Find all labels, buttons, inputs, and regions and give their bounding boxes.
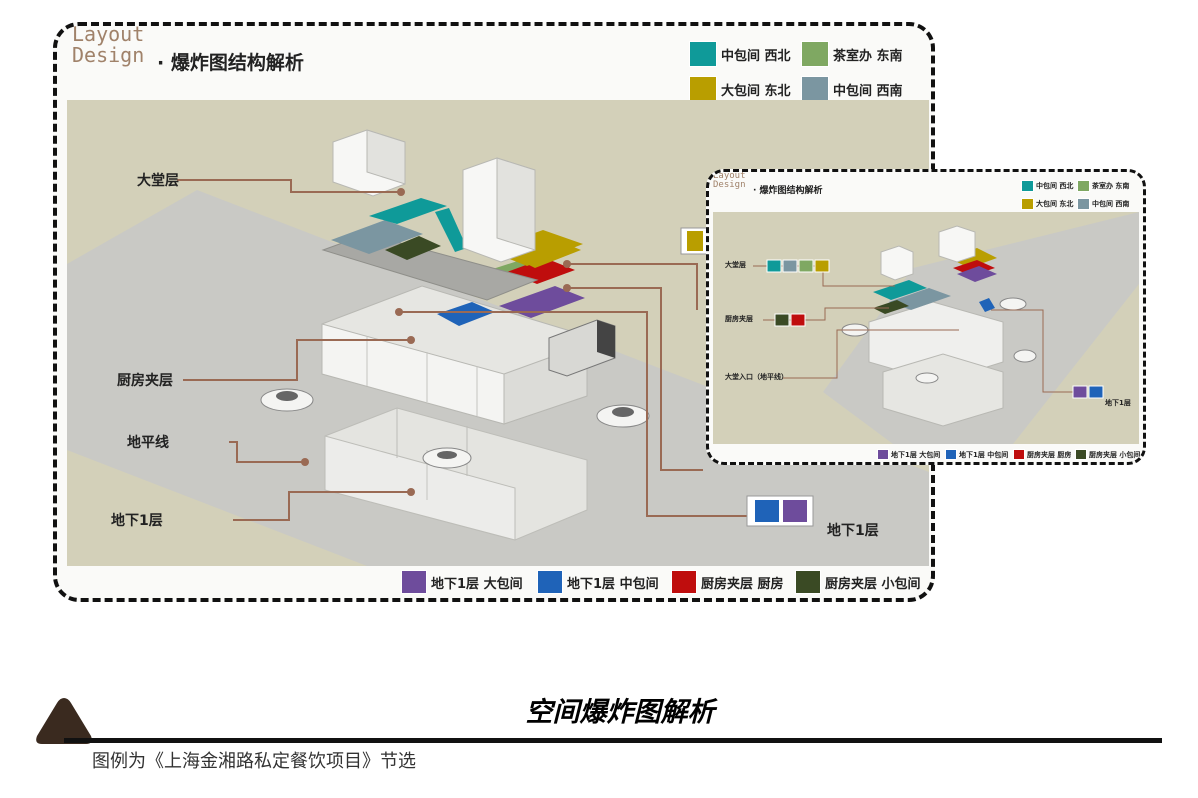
leader-lines bbox=[177, 179, 767, 521]
floor-label-lobby: 大堂层 bbox=[725, 261, 746, 269]
car-basement bbox=[422, 447, 472, 469]
legend-item-b1-medium-room: 地下1层 中包间 bbox=[537, 570, 659, 594]
legend-item-b1-medium-room: 地下1层 中包间 bbox=[945, 449, 1008, 460]
legend-item-sw-medium-room: 中包间 西南 bbox=[1077, 198, 1129, 210]
legend-swatch bbox=[1021, 198, 1034, 210]
legend-swatch bbox=[1075, 449, 1087, 460]
legend-item-se-tea-office: 茶室办 东南 bbox=[801, 41, 903, 67]
legend-label: 大包间 东北 bbox=[721, 83, 791, 99]
legend-item-mezz-kitchen: 厨房夹层 厨房 bbox=[1013, 449, 1071, 460]
leader-dots bbox=[301, 188, 571, 496]
car-left bbox=[260, 388, 314, 412]
lobby-teal-stair bbox=[435, 208, 467, 252]
mezzanine-blue-plate bbox=[437, 302, 495, 326]
mezzanine-purple-plate bbox=[957, 266, 997, 282]
lobby-darkgreen-plate bbox=[873, 300, 909, 314]
small-swatch-row bbox=[766, 259, 1104, 399]
legend-swatch bbox=[689, 76, 717, 102]
caption-title: 空间爆炸图解析 bbox=[525, 697, 715, 728]
lobby-slate-plate bbox=[331, 220, 423, 254]
heading-word-layout: Layout bbox=[72, 22, 145, 46]
exploded-view-scene: 大堂层 厨房夹层 大堂入口（地平线） 地下1层 bbox=[713, 212, 1139, 444]
legend-item-sw-medium-room: 中包间 西南 bbox=[801, 76, 903, 102]
floor-label-ground-line: 地平线 bbox=[127, 435, 169, 451]
legend-item-se-tea-office: 茶室办 东南 bbox=[1077, 180, 1129, 192]
legend-item-nw-medium-room: 中包间 西北 bbox=[689, 41, 791, 67]
legend-swatch bbox=[401, 570, 427, 594]
floor-label-basement-1: 地下1层 bbox=[1105, 399, 1131, 407]
upper-room-volumes bbox=[332, 129, 536, 263]
main-diagram-panel: Layout Design · 爆炸图结构解析 中包间 西北 茶室办 东南 大包… bbox=[53, 22, 935, 602]
floor-label-basement-1: 地下1层 bbox=[111, 513, 163, 529]
heading-word-layout: Layout bbox=[713, 171, 746, 181]
legend-swatch bbox=[689, 41, 717, 67]
legend-item-nw-medium-room: 中包间 西北 bbox=[1021, 180, 1073, 192]
heading-word-design: Design bbox=[713, 180, 746, 191]
basement-walls bbox=[324, 407, 588, 541]
basement-swatch-box bbox=[746, 495, 814, 527]
legend-swatch bbox=[945, 449, 957, 460]
legend-swatch bbox=[1077, 180, 1090, 192]
floor-label-kitchen-mezzanine: 厨房夹层 bbox=[117, 373, 173, 389]
legend-label: 中包间 西北 bbox=[1036, 182, 1074, 190]
legend-item-b1-large-room: 地下1层 大包间 bbox=[877, 449, 940, 460]
legend-label: 地下1层 中包间 bbox=[959, 450, 1009, 459]
floor-label-lobby: 大堂层 bbox=[137, 173, 179, 189]
legend-label: 厨房夹层 厨房 bbox=[1027, 450, 1072, 459]
upper-room-volumes bbox=[880, 225, 976, 281]
legend-swatch bbox=[877, 449, 889, 460]
legend-item-b1-large-room: 地下1层 大包间 bbox=[401, 570, 523, 594]
lobby-darkgreen-plate bbox=[385, 236, 441, 260]
legend-label: 厨房夹层 小包间 bbox=[825, 576, 921, 592]
legend-swatch bbox=[537, 570, 563, 594]
exploded-view-scene: 大堂层 厨房夹层 地平线 地下1层 地下1层 bbox=[67, 100, 929, 566]
legend-item-ne-large-room: 大包间 东北 bbox=[689, 76, 791, 102]
exploded-axonometric-drawing bbox=[67, 129, 929, 566]
legend-label: 地下1层 中包间 bbox=[567, 576, 659, 592]
heading-word-design: Design bbox=[72, 43, 145, 67]
lobby-blue-plate bbox=[979, 298, 995, 312]
floor-label-kitchen-mezzanine: 厨房夹层 bbox=[725, 315, 753, 323]
legend-label: 中包间 西北 bbox=[721, 48, 791, 64]
legend-label: 中包间 西南 bbox=[1092, 200, 1130, 208]
legend-swatch bbox=[1077, 198, 1090, 210]
lobby-teal-plate bbox=[369, 198, 447, 224]
legend-label: 茶室办 东南 bbox=[833, 48, 903, 64]
inset-axonometric-drawing bbox=[753, 212, 1139, 444]
layout-design-heading: Layout Design bbox=[713, 172, 746, 191]
legend-swatch bbox=[801, 76, 829, 102]
legend-swatch bbox=[1021, 180, 1034, 192]
mezzanine-gold-plate bbox=[949, 248, 997, 268]
legend-label: 地下1层 大包间 bbox=[431, 576, 523, 592]
legend-swatch bbox=[671, 570, 697, 594]
mezzanine-purple-plate bbox=[499, 286, 585, 318]
caption-rule bbox=[64, 738, 1162, 743]
ground-floor-walls bbox=[868, 301, 1004, 427]
truck bbox=[548, 319, 616, 377]
legend-label: 厨房夹层 厨房 bbox=[701, 576, 784, 592]
legend-item-mezz-small-room: 厨房夹层 小包间 bbox=[795, 570, 921, 594]
inset-diagram-panel: Layout Design · 爆炸图结构解析 中包间 西北 茶室办 东南 大包… bbox=[706, 169, 1146, 465]
caption-triangle-icon bbox=[36, 698, 92, 744]
legend-swatch bbox=[1013, 449, 1025, 460]
panel-title: · 爆炸图结构解析 bbox=[157, 52, 304, 74]
legend-item-ne-large-room: 大包间 东北 bbox=[1021, 198, 1073, 210]
ground-floor-walls bbox=[321, 285, 588, 425]
legend-swatch bbox=[795, 570, 821, 594]
legend-label: 大包间 东北 bbox=[1036, 200, 1074, 208]
legend-item-mezz-small-room: 厨房夹层 小包间 bbox=[1075, 449, 1140, 460]
floor-label-entrance: 大堂入口（地平线） bbox=[725, 373, 788, 381]
car-right bbox=[596, 404, 650, 428]
lobby-teal-plate bbox=[873, 280, 927, 300]
legend-label: 厨房夹层 小包间 bbox=[1089, 450, 1141, 459]
floor-label-basement-1-right: 地下1层 bbox=[827, 523, 879, 539]
caption-subtitle: 图例为《上海金湘路私定餐饮项目》节选 bbox=[92, 751, 416, 772]
legend-item-mezz-kitchen: 厨房夹层 厨房 bbox=[671, 570, 784, 594]
layout-design-heading: Layout Design bbox=[72, 22, 145, 67]
legend-swatch bbox=[801, 41, 829, 67]
legend-label: 中包间 西南 bbox=[833, 83, 903, 99]
panel-title: · 爆炸图结构解析 bbox=[753, 186, 823, 196]
legend-label: 地下1层 大包间 bbox=[891, 450, 941, 459]
legend-label: 茶室办 东南 bbox=[1092, 182, 1130, 190]
